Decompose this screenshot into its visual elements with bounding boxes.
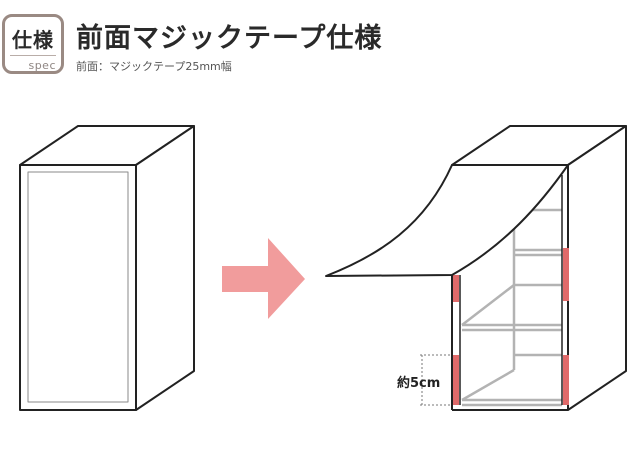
- closed-cabinet-front-panel: [27, 171, 129, 403]
- open-cabinet-side: [567, 125, 627, 411]
- closed-cabinet: [19, 125, 195, 411]
- badge-divider: [10, 55, 56, 56]
- page-title: 前面マジックテープ仕様: [76, 23, 383, 54]
- measure-guide: [420, 354, 452, 406]
- velcro-tape-right-lower: [563, 355, 569, 405]
- spec-badge: 仕様 spec: [2, 14, 64, 74]
- interior-frame: [461, 200, 562, 407]
- peeled-front-cover: [325, 164, 569, 277]
- closed-cabinet-front: [19, 164, 137, 411]
- velcro-tape-left-lower: [453, 355, 459, 405]
- velcro-tapes: [453, 248, 569, 405]
- right-arrow: [222, 238, 305, 319]
- measure-label: 約5cm: [397, 376, 441, 391]
- closed-cabinet-side: [135, 125, 195, 411]
- badge-title: 仕様: [12, 28, 54, 52]
- page-subtitle: 前面：マジックテープ25mm幅: [76, 60, 232, 73]
- badge-subtitle: spec: [28, 59, 56, 72]
- velcro-tape-right-upper: [563, 248, 569, 301]
- open-cabinet: [325, 125, 627, 411]
- velcro-tape-left-upper: [453, 275, 459, 302]
